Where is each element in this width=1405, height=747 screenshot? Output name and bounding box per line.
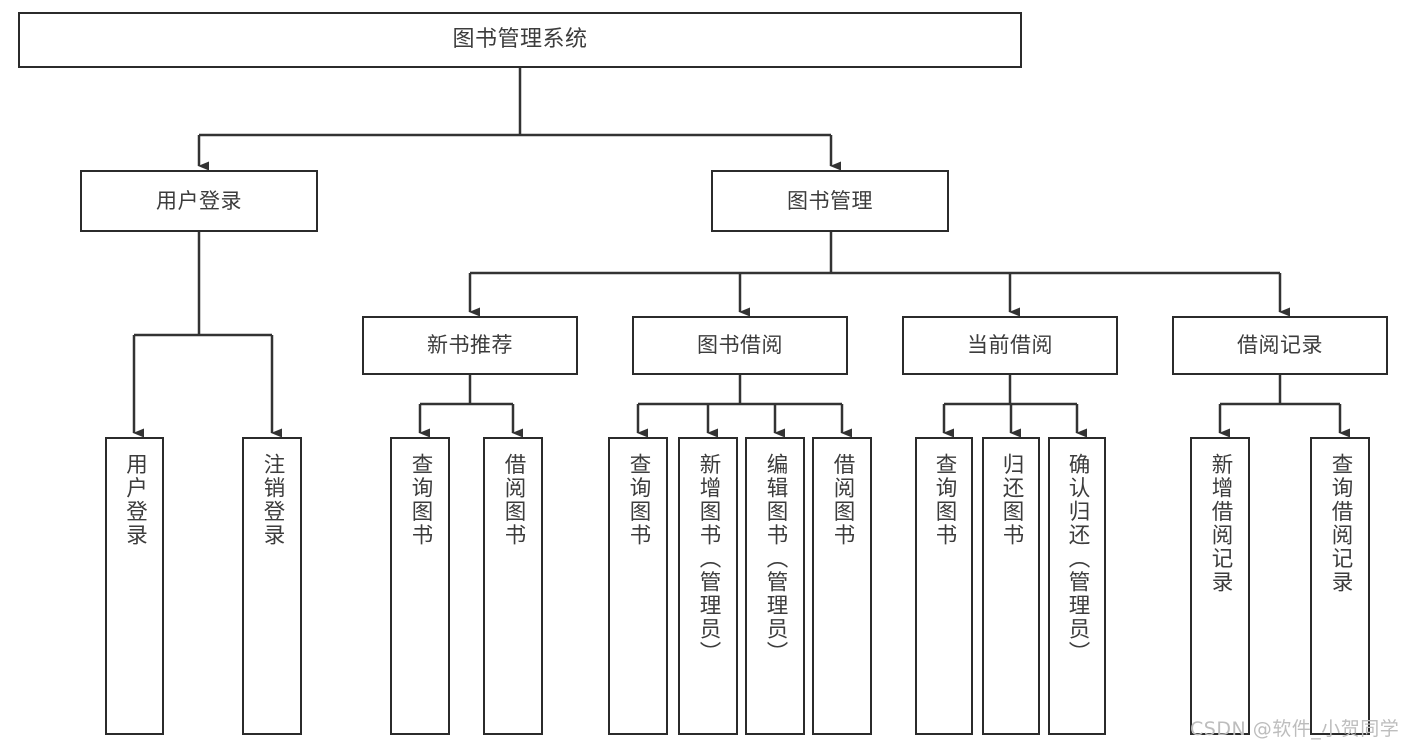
node-label: 编辑图书（管理员） bbox=[762, 453, 788, 665]
node-label: 当前借阅 bbox=[967, 333, 1053, 358]
leaf-borrow-record-query[interactable]: 查询借阅记录 bbox=[1310, 437, 1370, 735]
leaf-book-borrow-borrow[interactable]: 借阅图书 bbox=[812, 437, 872, 735]
node-root-system[interactable]: 图书管理系统 bbox=[18, 12, 1022, 68]
leaf-book-borrow-query[interactable]: 查询图书 bbox=[608, 437, 668, 735]
node-label: 借阅图书 bbox=[500, 453, 526, 547]
leaf-current-borrow-return[interactable]: 归还图书 bbox=[982, 437, 1040, 735]
node-label: 归还图书 bbox=[998, 453, 1024, 547]
leaf-current-borrow-query[interactable]: 查询图书 bbox=[915, 437, 973, 735]
node-label: 借阅记录 bbox=[1237, 333, 1323, 358]
node-label: 图书借阅 bbox=[697, 333, 783, 358]
node-label: 新增图书（管理员） bbox=[695, 453, 721, 665]
leaf-user-login-login[interactable]: 用户登录 bbox=[105, 437, 164, 735]
node-book-borrow[interactable]: 图书借阅 bbox=[632, 316, 848, 375]
leaf-book-borrow-add[interactable]: 新增图书（管理员） bbox=[678, 437, 738, 735]
node-label: 查询借阅记录 bbox=[1327, 453, 1353, 594]
node-current-borrow[interactable]: 当前借阅 bbox=[902, 316, 1118, 375]
leaf-new-book-borrow[interactable]: 借阅图书 bbox=[483, 437, 543, 735]
node-label: 新书推荐 bbox=[427, 333, 513, 358]
leaf-current-borrow-confirm-return[interactable]: 确认归还（管理员） bbox=[1048, 437, 1106, 735]
node-user-login[interactable]: 用户登录 bbox=[80, 170, 318, 232]
node-label: 查询图书 bbox=[407, 453, 433, 547]
watermark: CSDN @软件_小贺同学 bbox=[1190, 718, 1400, 740]
node-book-management[interactable]: 图书管理 bbox=[711, 170, 949, 232]
node-label: 确认归还（管理员） bbox=[1064, 453, 1090, 665]
node-label: 图书管理系统 bbox=[452, 27, 588, 53]
node-label: 新增借阅记录 bbox=[1207, 453, 1233, 594]
leaf-borrow-record-add[interactable]: 新增借阅记录 bbox=[1190, 437, 1250, 735]
node-label: 注销登录 bbox=[259, 453, 285, 547]
node-label: 查询图书 bbox=[931, 453, 957, 547]
leaf-book-borrow-edit[interactable]: 编辑图书（管理员） bbox=[745, 437, 805, 735]
node-label: 图书管理 bbox=[787, 188, 873, 213]
node-label: 用户登录 bbox=[156, 188, 242, 213]
leaf-user-login-logout[interactable]: 注销登录 bbox=[242, 437, 302, 735]
node-label: 查询图书 bbox=[625, 453, 651, 547]
node-new-book-recommend[interactable]: 新书推荐 bbox=[362, 316, 578, 375]
node-borrow-record[interactable]: 借阅记录 bbox=[1172, 316, 1388, 375]
node-label: 借阅图书 bbox=[829, 453, 855, 547]
leaf-new-book-query[interactable]: 查询图书 bbox=[390, 437, 450, 735]
node-label: 用户登录 bbox=[122, 453, 148, 547]
